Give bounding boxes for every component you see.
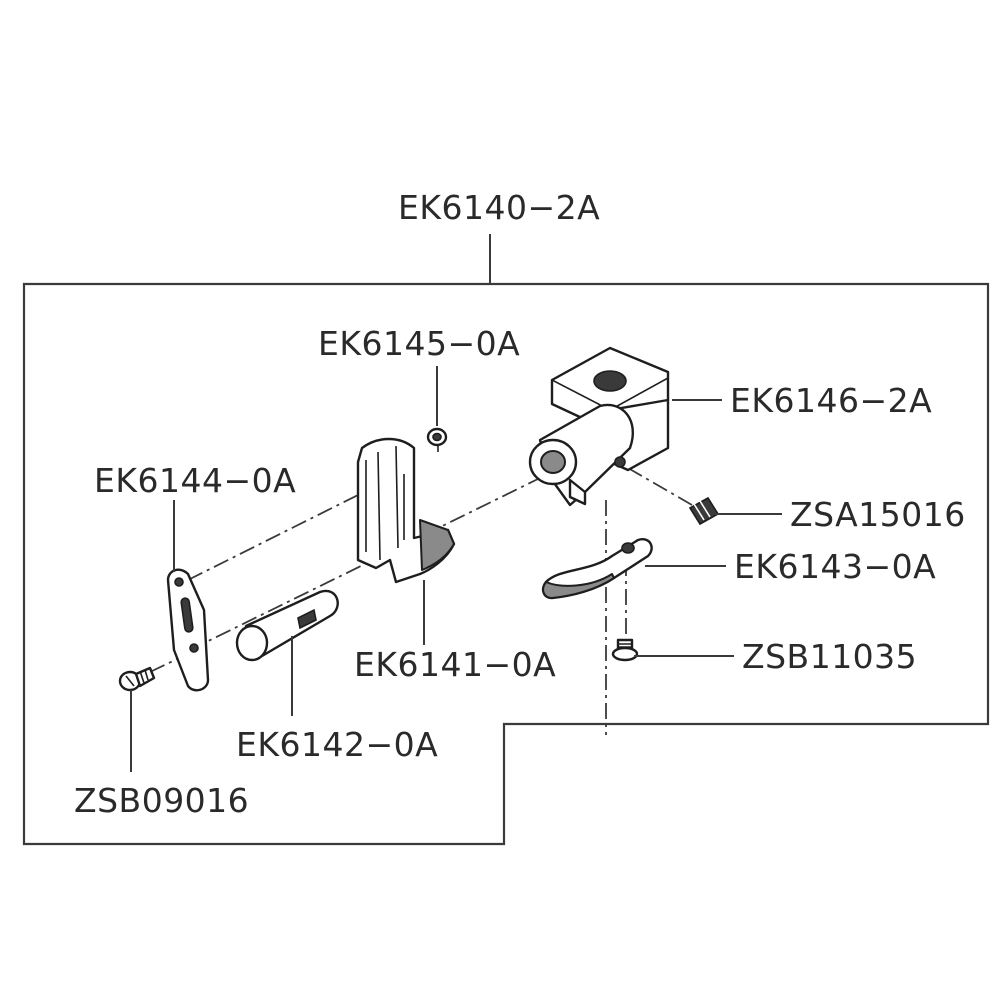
label-zsa15016: ZSA15016 <box>790 495 966 534</box>
assembly-centerlines <box>149 436 693 735</box>
part-zsa15016-setscrew <box>688 496 720 526</box>
part-zsb11035-screw <box>611 638 639 662</box>
label-zsb11035: ZSB11035 <box>742 637 917 676</box>
label-ek6146: EK6146−2A <box>730 381 932 420</box>
part-ek6146-block <box>528 346 670 507</box>
part-ek6142-pin <box>235 589 339 662</box>
part-ek6144-plate <box>166 568 210 692</box>
part-ek6145-washer <box>426 427 448 447</box>
part-zsb09016-screw <box>118 666 156 692</box>
label-leaders <box>130 366 782 772</box>
part-ek6143-spring <box>541 538 653 600</box>
assembly-frame <box>22 234 990 846</box>
label-ek6142: EK6142−0A <box>236 725 438 764</box>
label-ek6145: EK6145−0A <box>318 324 520 363</box>
part-ek6141-bracket <box>356 437 456 584</box>
label-zsb09016: ZSB09016 <box>74 781 249 820</box>
label-ek6143: EK6143−0A <box>734 547 936 586</box>
assembly-label: EK6140−2A <box>398 188 600 227</box>
label-ek6141: EK6141−0A <box>354 645 556 684</box>
label-ek6144: EK6144−0A <box>94 461 296 500</box>
